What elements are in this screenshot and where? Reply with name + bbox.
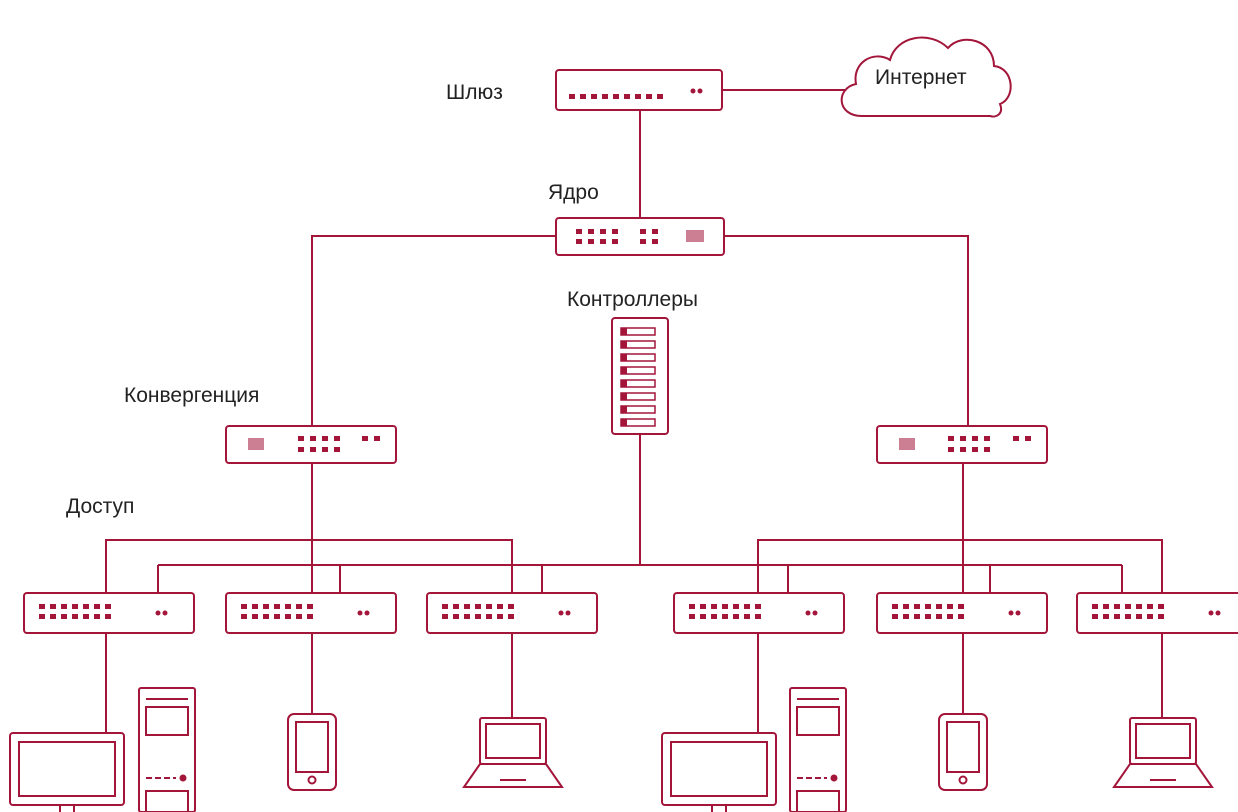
convergence-switch-right-icon: [876, 425, 1048, 464]
gateway-label: Шлюз: [446, 81, 503, 104]
connection-lines: [105, 89, 1163, 733]
link-conv-right-loop: [757, 539, 1163, 593]
access-switch-icon: [426, 592, 598, 634]
internet-label: Интернет: [875, 66, 967, 89]
link-core-convergence-right: [724, 235, 969, 426]
access-label: Доступ: [66, 495, 135, 518]
convergence-switch-left-icon: [225, 425, 397, 464]
core-label: Ядро: [548, 181, 599, 204]
desktop-computer-icon-right: [661, 687, 847, 812]
link-core-convergence-left: [311, 235, 556, 426]
controllers-label: Контроллеры: [567, 288, 698, 311]
laptop-icon-right: [1112, 717, 1214, 788]
smartphone-icon-left: [287, 713, 337, 791]
access-switch-icon: [1076, 592, 1238, 634]
link-conv-left-loop: [105, 539, 513, 593]
controller-rack-icon: [611, 317, 669, 435]
smartphone-icon-right: [938, 713, 988, 791]
access-switch-group: [23, 592, 1238, 634]
laptop-icon-left: [462, 717, 564, 788]
core-switch-icon: [555, 217, 725, 256]
access-switch-icon: [23, 592, 195, 634]
desktop-computer-icon-left: [9, 687, 196, 812]
cloud-icon: [840, 36, 1012, 118]
access-switch-icon: [673, 592, 845, 634]
access-switch-icon: [225, 592, 397, 634]
gateway-router-icon: [555, 69, 723, 111]
access-switch-icon: [876, 592, 1048, 634]
convergence-label: Конвергенция: [124, 384, 260, 407]
